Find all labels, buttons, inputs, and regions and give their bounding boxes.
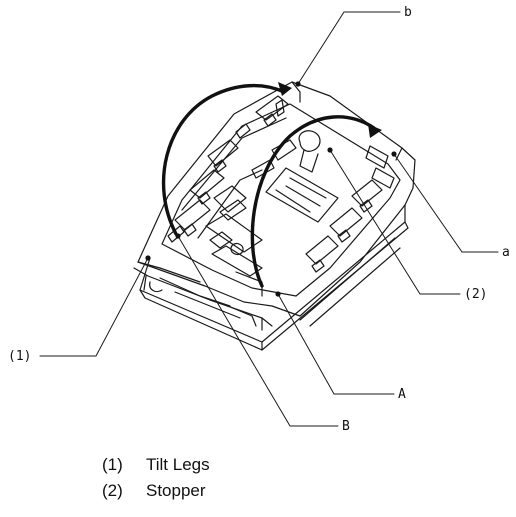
legend-item: (2) Stopper <box>102 478 210 504</box>
callout-2: (2) <box>464 287 487 302</box>
right-rail-slots <box>305 145 395 273</box>
dot-2 <box>327 147 333 153</box>
callout-B: B <box>342 419 350 434</box>
legend: (1) Tilt Legs (2) Stopper <box>102 452 210 504</box>
leader-a <box>393 153 499 253</box>
large-arrow-head-icon <box>278 82 292 96</box>
callout-b: b <box>404 5 412 20</box>
dot-A <box>275 291 281 297</box>
dot-a <box>391 151 397 157</box>
left-rail-slots <box>167 139 239 243</box>
callout-1: (1) <box>8 349 31 364</box>
large-rotation-arrow <box>161 83 286 236</box>
leader-b <box>297 11 401 85</box>
phone-housing-outline <box>137 81 416 317</box>
dot-B <box>175 233 181 239</box>
tilt-legs <box>133 267 273 331</box>
small-rotation-arrow <box>250 115 376 288</box>
leader-B <box>177 235 339 427</box>
leader-A <box>277 293 395 395</box>
callout-a: a <box>502 245 510 260</box>
upper-slots <box>235 95 289 139</box>
leader-1 <box>39 257 149 357</box>
leader-2 <box>329 149 461 295</box>
legend-label: Stopper <box>146 481 206 500</box>
legend-label: Tilt Legs <box>146 455 210 474</box>
legend-number: (1) <box>102 455 123 474</box>
inner-tray <box>161 103 401 297</box>
legend-item: (1) Tilt Legs <box>102 452 210 478</box>
legend-number: (2) <box>102 481 123 500</box>
phone-base-housing <box>139 204 409 351</box>
dot-b <box>295 81 301 87</box>
callout-A: A <box>398 387 406 402</box>
center-mechanism <box>251 130 339 223</box>
small-arrow-head-icon <box>368 124 382 138</box>
dot-1 <box>145 255 151 261</box>
